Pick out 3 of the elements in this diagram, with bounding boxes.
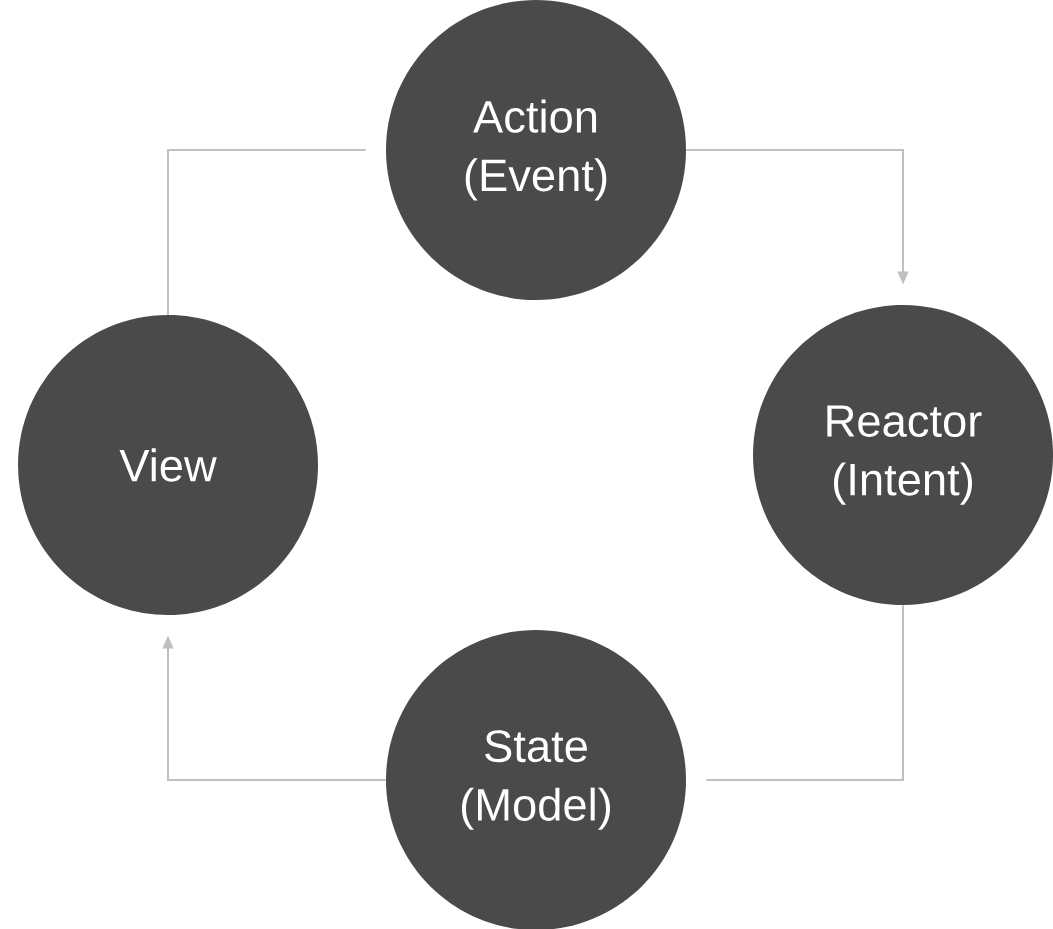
circle-node: Reactor (Intent) <box>753 305 1053 605</box>
circle-node: View <box>18 315 318 615</box>
circle-node: Action (Event) <box>386 0 686 300</box>
